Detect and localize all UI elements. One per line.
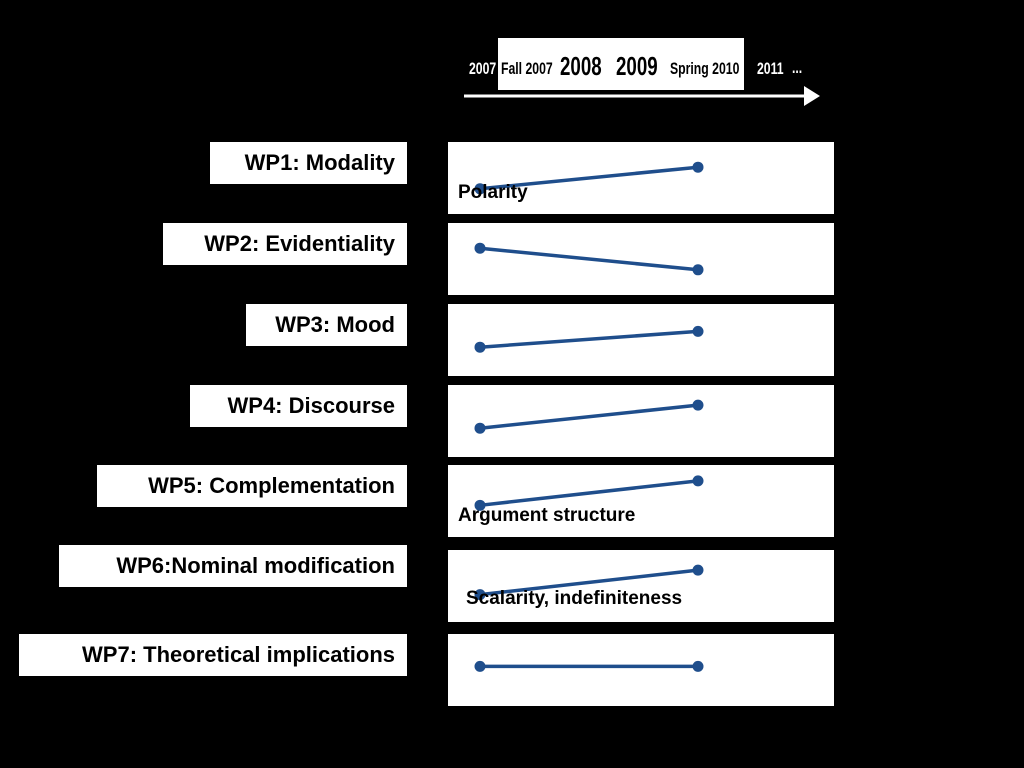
wp2-progress-line (474, 242, 704, 276)
wp4-start-point (474, 422, 486, 434)
wp5-label: WP5: Complementation (97, 465, 407, 507)
wp4-segment (479, 403, 699, 430)
wp4-end-point (692, 399, 704, 411)
timeline-label-fall-2007: Fall 2007 (501, 59, 553, 78)
wp6-track (448, 550, 834, 622)
timeline-label-2007: 2007 (469, 59, 497, 78)
wp5-end-point (692, 475, 704, 487)
wp4-progress-line (474, 399, 704, 434)
timeline-label-2011: 2011 (757, 59, 784, 78)
wp7-end-point (692, 660, 704, 672)
timeline-label-ellipsis: ... (792, 58, 803, 77)
wp7-track (448, 634, 834, 706)
wp1-track (448, 142, 834, 214)
wp6-note: Scalarity, indefiniteness (466, 588, 683, 609)
wp6-segment (479, 568, 699, 597)
wp7-start-point (474, 660, 486, 672)
wp5-track (448, 465, 834, 537)
wp2-segment (479, 246, 699, 272)
wp5-note: Argument structure (458, 505, 636, 526)
wp1-label: WP1: Modality (210, 142, 407, 184)
wp2-start-point (474, 242, 486, 254)
timeline-label-spring-2010: Spring 2010 (670, 59, 740, 78)
wp1-end-point (692, 161, 704, 173)
wp3-end-point (692, 325, 704, 337)
wp3-track (448, 304, 834, 376)
wp3-segment (479, 329, 699, 349)
timeline-label-2009: 2009 (616, 51, 658, 81)
wp3-start-point (474, 341, 486, 353)
wp1-start-point (474, 183, 486, 195)
wp5-start-point (474, 499, 486, 511)
wp5-segment (479, 479, 699, 508)
wp6-progress-line (474, 564, 704, 601)
wp6-label: WP6:Nominal modification (59, 545, 407, 587)
wp1-note: Polarity (458, 182, 528, 203)
wp6-end-point (692, 564, 704, 576)
wp4-track (448, 385, 834, 457)
timeline-highlight-box (498, 38, 744, 90)
wp2-track (448, 223, 834, 295)
wp7-progress-line (474, 660, 704, 672)
wp2-end-point (692, 264, 704, 276)
wp3-progress-line (474, 325, 704, 353)
wp3-label: WP3: Mood (246, 304, 407, 346)
wp2-label: WP2: Evidentiality (163, 223, 407, 265)
wp6-start-point (474, 589, 486, 601)
wp4-label: WP4: Discourse (190, 385, 407, 427)
wp5-progress-line (474, 475, 704, 511)
timeline-label-2008: 2008 (560, 51, 602, 81)
timeline-arrow-icon (464, 86, 820, 106)
wp7-label: WP7: Theoretical implications (19, 634, 407, 676)
wp1-segment (479, 165, 699, 191)
wp1-progress-line (474, 161, 704, 195)
timeline-header: 2007 Fall 2007 2008 2009 Spring 2010 201… (0, 0, 1024, 120)
